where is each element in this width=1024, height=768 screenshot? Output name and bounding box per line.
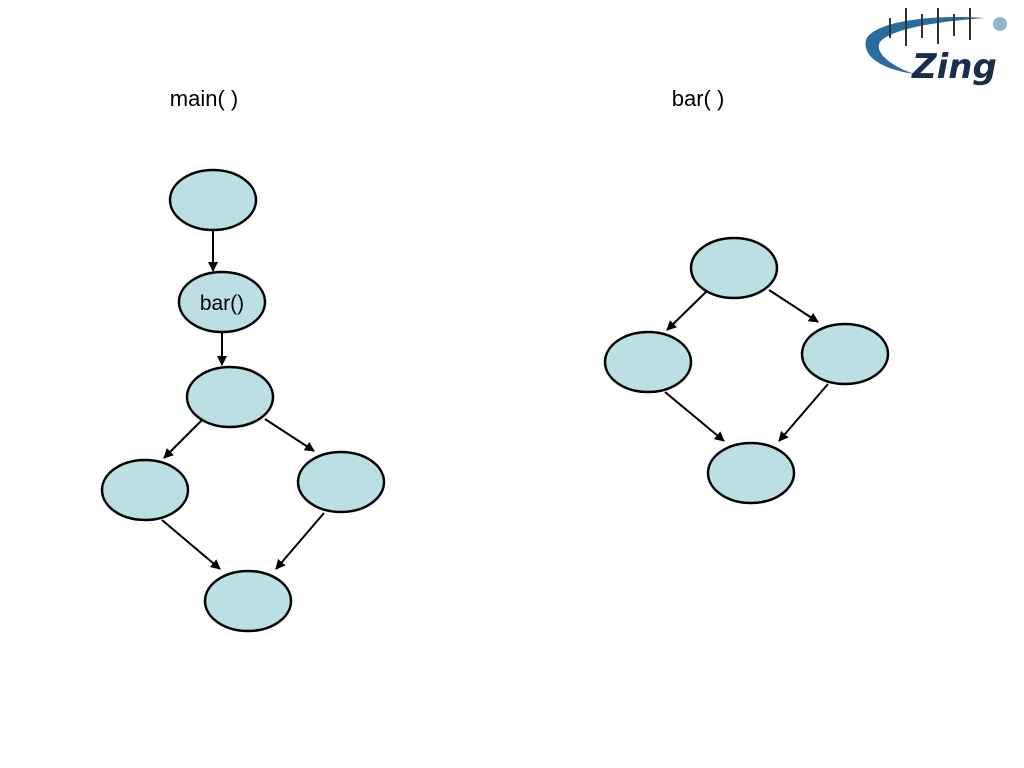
bar-edge-right-to-exit — [778, 383, 829, 442]
bar-edge-entry-to-right — [768, 289, 819, 323]
bar-edge-entry-to-left — [666, 289, 709, 331]
main-edge-branch-to-left — [163, 418, 204, 459]
zing-logo-icon — [865, 8, 1007, 75]
bar-edge-left-to-exit — [664, 391, 725, 442]
bar-node-left — [603, 330, 693, 394]
main-node-entry — [168, 168, 258, 232]
main-node-call-bar — [177, 270, 267, 334]
bar-graph-edges — [664, 289, 829, 442]
main-node-call-bar-label: bar() — [200, 292, 244, 315]
main-node-exit — [203, 569, 293, 633]
main-edge-left-to-exit — [161, 519, 221, 570]
bar-node-right — [800, 322, 890, 386]
main-node-left — [100, 458, 190, 522]
zing-logo: Zing — [865, 8, 1007, 87]
main-node-branch — [185, 365, 275, 429]
main-edge-right-to-exit — [275, 512, 325, 570]
bar-graph-nodes — [603, 236, 890, 505]
bar-node-exit — [706, 441, 796, 505]
logo-text: Zing — [911, 47, 997, 87]
main-edge-branch-to-right — [264, 418, 315, 452]
main-diagram-title: main( ) — [170, 86, 238, 111]
main-node-right — [296, 450, 386, 514]
bar-diagram-title: bar( ) — [672, 86, 725, 111]
main-graph-nodes — [100, 168, 386, 633]
bar-node-entry — [689, 236, 779, 300]
main-graph-edges — [161, 230, 325, 570]
